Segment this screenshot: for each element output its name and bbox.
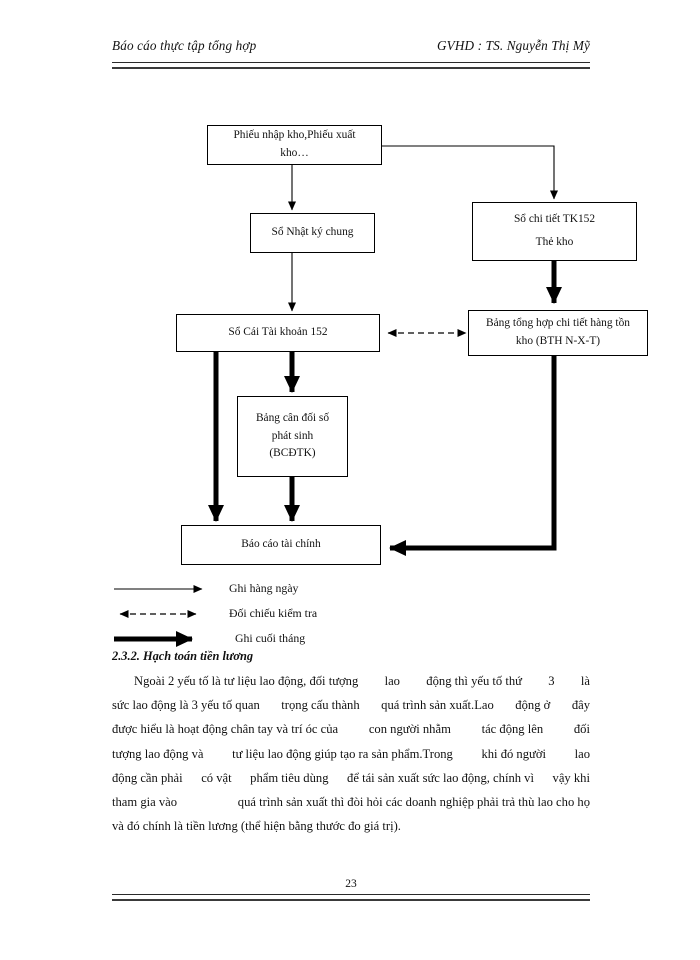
legend-label: Ghi hàng ngày	[229, 581, 299, 595]
paragraph-line-segment: quá trình sản xuất.Lao	[381, 698, 494, 713]
node-line: (BCĐTK)	[269, 447, 316, 460]
paragraph-line-segment: là	[580, 674, 590, 688]
flow-node-financial-report: Báo cáo tài chính	[181, 525, 381, 565]
flowchart-legend: Ghi hàng ngày Đối chiếu kiểm tra Ghi cuố…	[112, 576, 452, 651]
legend-label: Ghi cuối tháng	[235, 631, 306, 645]
paragraph-line-segment: khi đó người	[481, 746, 547, 761]
accounting-flowchart: Phiếu nhập kho,Phiếu xuất kho… Sổ Nhật k…	[112, 125, 648, 651]
paragraph-line-segment: đây	[571, 698, 590, 713]
page-header: Báo cáo thực tập tổng hợp GVHD : TS. Ngu…	[112, 38, 590, 54]
paragraph-line-segment: tác động lên	[481, 722, 544, 737]
header-left-title: Báo cáo thực tập tổng hợp	[112, 38, 257, 53]
header-divider	[112, 62, 590, 69]
paragraph-line-segment: vậy khi	[552, 770, 590, 785]
legend-row-daily: Ghi hàng ngày	[112, 576, 452, 601]
paragraph-line-segment: 3	[548, 674, 555, 688]
paragraph-line-segment: để tái sản xuất sức lao động, chính vì	[347, 770, 534, 785]
paragraph-line-segment: trọng cấu thành	[281, 698, 360, 713]
paragraph-line-segment: lao	[574, 746, 590, 761]
paragraph-line: tượng lao động và tư liệu lao động giúp t…	[112, 742, 590, 766]
flow-node-general-journal: Sổ Nhật ký chung	[250, 213, 375, 253]
node-line: phát sinh	[271, 429, 314, 442]
node-line: Bảng tổng hợp chi tiết hàng tồn	[486, 317, 630, 330]
paragraph-line-segment: động cần phải	[112, 770, 183, 785]
flow-node-general-ledger: Sổ Cái Tài khoản 152	[176, 314, 380, 352]
paragraph-line: được hiểu là hoạt động chân tay và trí ó…	[112, 717, 590, 741]
flow-node-trial-balance: Bảng cân đối số phát sinh (BCĐTK)	[237, 396, 348, 477]
paragraph-line-segment: quá trình sản xuất thì đòi hỏi các doanh…	[237, 794, 590, 809]
paragraph-line: Ngoài 2 yếu tố là tư liệu lao động, đối …	[112, 669, 590, 693]
paragraph-line-segment: phẩm tiêu dùng	[250, 770, 329, 785]
flow-node-inventory-summary: Bảng tổng hợp chi tiết hàng tồn kho (BTH…	[468, 310, 648, 356]
paragraph-line-segment: đối	[573, 722, 590, 737]
node-line: kho…	[280, 147, 309, 159]
paragraph-line: sức lao động là 3 yếu tố quan trọng cấu t…	[112, 693, 590, 717]
node-line: Sổ chi tiết TK152	[513, 213, 596, 226]
node-line: Sổ Cái Tài khoản 152	[228, 326, 328, 339]
node-line: Thẻ kho	[535, 235, 574, 248]
thick-arrow-icon	[112, 628, 217, 650]
section-heading: 2.3.2. Hạch toán tiền lương	[112, 649, 254, 663]
paragraph-line-segment: tượng lao động và	[112, 746, 204, 761]
legend-row-crosscheck: Đối chiếu kiểm tra	[112, 601, 452, 626]
flow-node-source-documents: Phiếu nhập kho,Phiếu xuất kho…	[207, 125, 382, 165]
paragraph-line-segment: được hiểu là hoạt động chân tay và trí ó…	[112, 722, 339, 737]
node-line: Bảng cân đối số	[255, 411, 330, 424]
paragraph-line: động cần phải có vật phẩm tiêu dùng để tái …	[112, 766, 590, 790]
node-line: Báo cáo tài chính	[241, 538, 321, 551]
paragraph-line-segment: Ngoài 2 yếu tố là tư liệu lao động, đối …	[112, 674, 359, 688]
paragraph-line: và đó chính là tiền lương (thể hiện bằng…	[112, 814, 590, 838]
paragraph-line-segment: và đó chính là tiền lương (thể hiện bằng…	[112, 819, 401, 834]
paragraph-line-segment: lao	[384, 674, 400, 688]
paragraph-line-segment: tham gia vào	[112, 794, 178, 809]
node-line: kho (BTH N-X-T)	[515, 335, 601, 347]
node-line: Sổ Nhật ký chung	[271, 226, 354, 239]
thin-arrow-icon	[112, 578, 217, 600]
footer-divider	[112, 894, 590, 901]
paragraph-line-segment: động thì yếu tố thứ	[426, 674, 522, 688]
node-line: Phiếu nhập kho,Phiếu xuất	[233, 129, 356, 142]
paragraph-line-segment: con người nhằm	[368, 722, 451, 737]
paragraph-line: tham gia vào quá trình sản xuất thì đòi h…	[112, 790, 590, 814]
paragraph-line-segment: tư liệu lao động giúp tạo ra sản phẩm.Tr…	[232, 746, 453, 761]
legend-label: Đối chiếu kiểm tra	[229, 606, 318, 620]
dashed-double-arrow-icon	[112, 603, 217, 625]
paragraph-line-segment: có vật	[201, 770, 232, 785]
body-paragraph: Ngoài 2 yếu tố là tư liệu lao động, đối …	[112, 669, 590, 838]
flowchart-connectors	[208, 145, 562, 556]
legend-row-monthly: Ghi cuối tháng	[112, 626, 452, 651]
page-number: 23	[345, 878, 357, 890]
paragraph-line-segment: sức lao động là 3 yếu tố quan	[112, 698, 260, 713]
paragraph-line-segment: động ở	[515, 698, 551, 713]
flow-node-detail-ledger: Sổ chi tiết TK152 Thẻ kho	[472, 202, 637, 261]
header-right-title: GVHD : TS. Nguyễn Thị Mỹ	[436, 38, 590, 53]
